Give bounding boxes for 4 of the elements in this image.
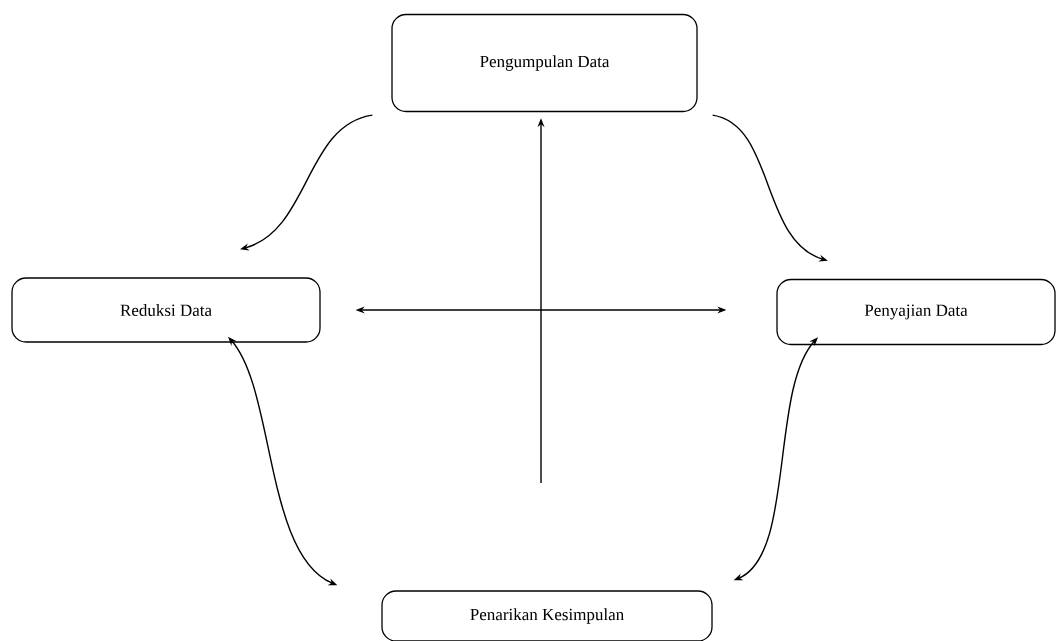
process-box: Reduksi Data bbox=[11, 277, 321, 343]
process-box: Penyajian Data bbox=[776, 278, 1056, 346]
process-box: Pengumpulan Data bbox=[391, 13, 698, 113]
process-box: Penarikan Kesimpulan bbox=[381, 590, 713, 641]
